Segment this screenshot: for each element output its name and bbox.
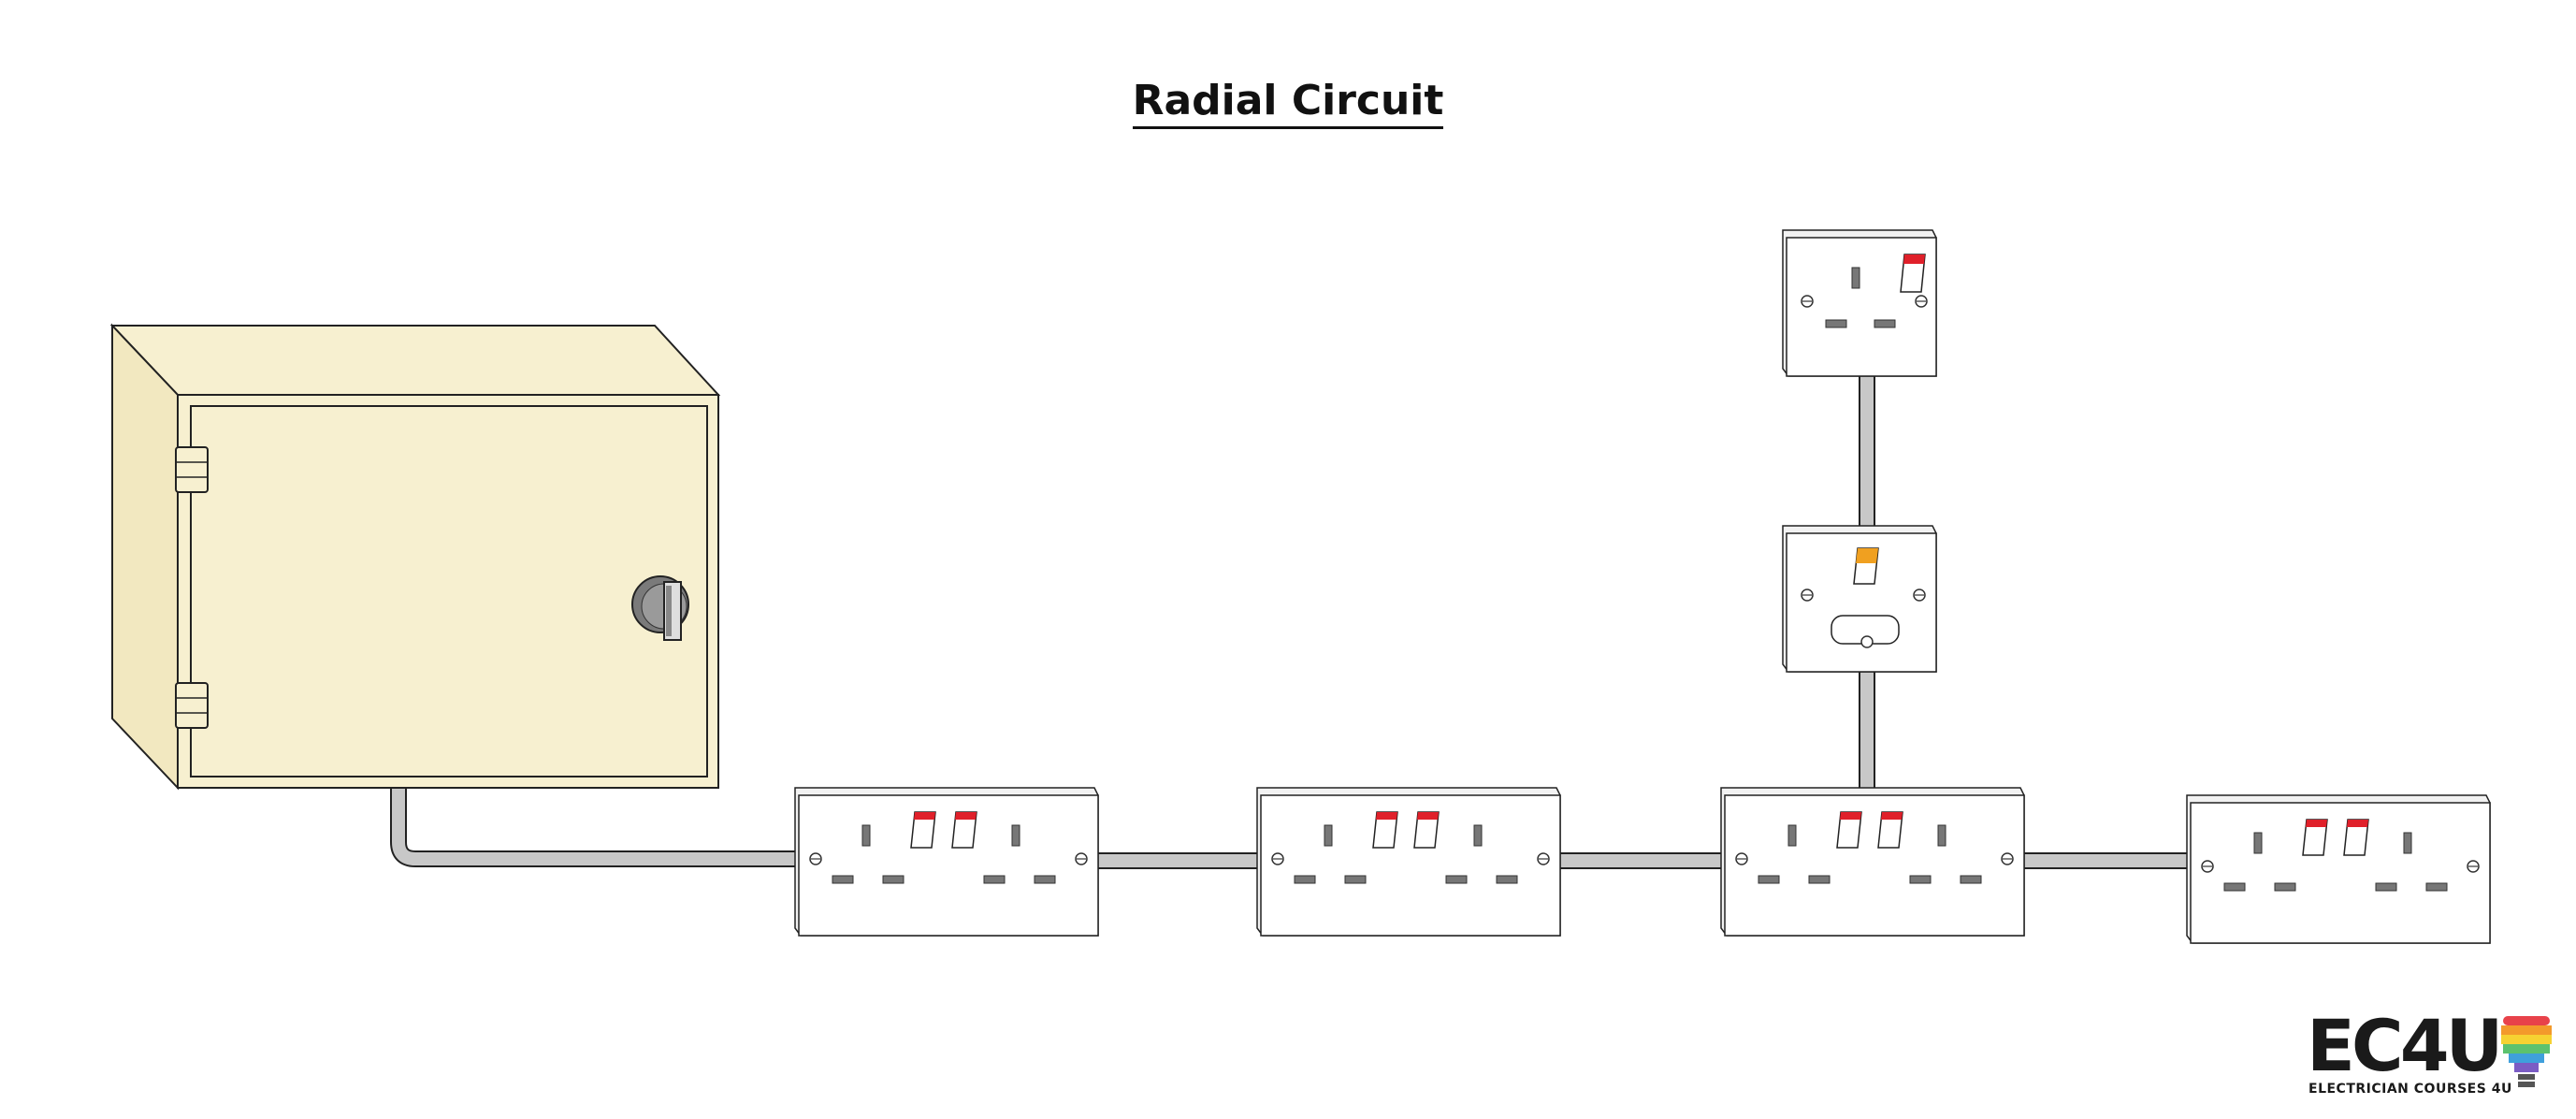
consumer-unit (109, 323, 721, 791)
lightbulb-icon (2501, 1016, 2552, 1087)
cable-consumer-unit-to-socket-1 (390, 788, 797, 867)
page-title: Radial Circuit (0, 77, 2576, 129)
logo-tagline: ELECTRICIAN COURSES 4U (2308, 1082, 2512, 1097)
hinge-bottom-icon (175, 682, 209, 729)
double-socket-4 (2186, 794, 2491, 944)
logo-mark: EC4U (2307, 1004, 2503, 1087)
fused-spur (1782, 525, 1937, 673)
hinge-top-icon (175, 446, 209, 493)
lock-icon (631, 575, 689, 641)
double-socket-3 (1720, 787, 2025, 937)
double-socket-2 (1256, 787, 1561, 937)
ec4u-logo: EC4U ELECTRICIAN COURSES 4U (2307, 1009, 2559, 1100)
page-title-text: Radial Circuit (1132, 77, 1444, 129)
single-socket (1782, 229, 1937, 377)
double-socket-1 (794, 787, 1099, 937)
